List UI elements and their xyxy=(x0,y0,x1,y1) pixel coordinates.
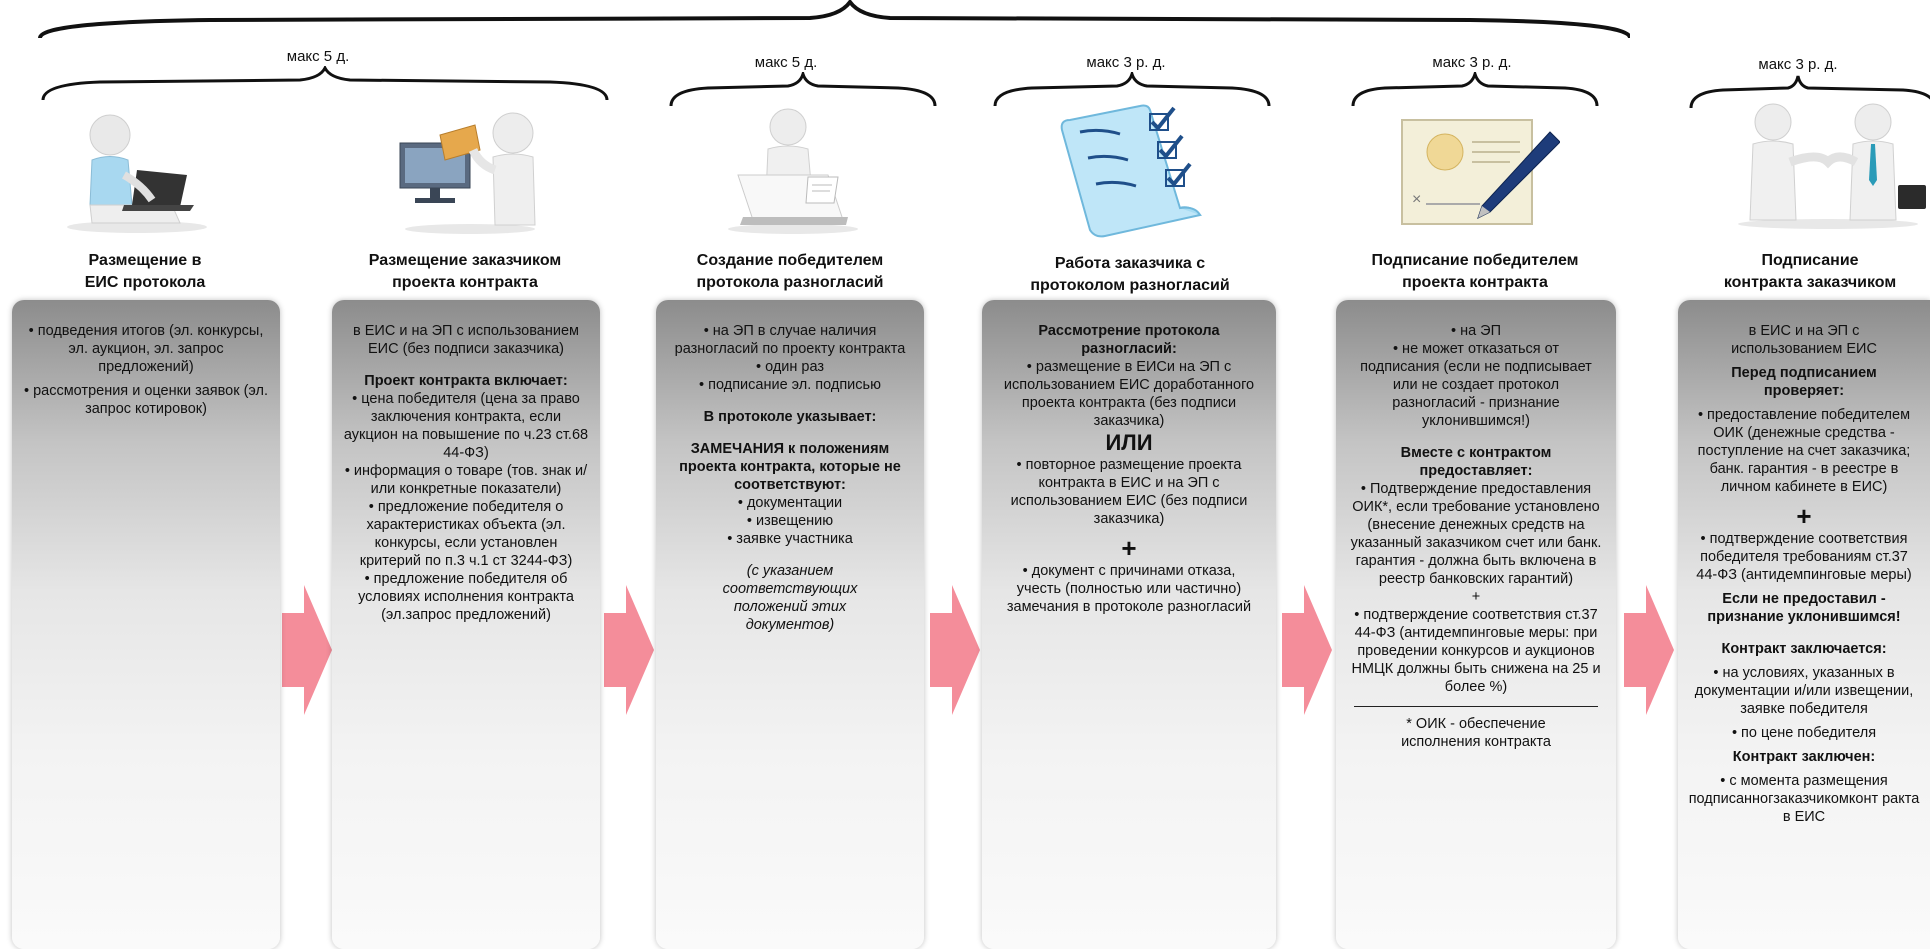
stage-6-title-line-1: Подписание xyxy=(1761,252,1859,269)
stage-brace-6 xyxy=(1689,75,1930,109)
stage-4-title-line-1: Работа заказчика с xyxy=(1054,255,1206,272)
stage-6-item: • с момента размещения подписанногзаказч… xyxy=(1688,773,1920,825)
stage-6-title-line-2: контракта заказчиком xyxy=(1723,274,1897,291)
stage-5-item: • Подтверждение предоставления ОИК*, есл… xyxy=(1350,481,1602,587)
footnote-divider xyxy=(1354,706,1598,707)
stage-6-title: Подписание контракта заказчиком xyxy=(1690,250,1930,294)
stage-3-item: • один раз xyxy=(755,359,825,375)
stage-6-heading: Перед подписанием проверяет: xyxy=(1731,365,1877,399)
document-with-pen-icon: × xyxy=(1401,119,1560,225)
stage-2-item: • цена победителя (цена за право заключе… xyxy=(343,391,589,461)
stage-5-item: • не может отказаться от подписания (есл… xyxy=(1360,341,1592,429)
stage-3-heading: В протоколе указывает: xyxy=(703,409,877,425)
stage-2-title-line-1: Размещение заказчиком xyxy=(368,252,562,269)
stage-4-item: • размещение в ЕИСи на ЭП с использовани… xyxy=(1003,359,1255,429)
stage-3-title-line-2: протокола разногласий xyxy=(696,274,884,291)
stage-6-heading: Контракт заключен: xyxy=(1732,749,1876,765)
stage-6-plus: + xyxy=(1796,501,1812,531)
handshake-icon xyxy=(1738,103,1926,229)
stage-5-panel: • на ЭП • не может отказаться от подписа… xyxy=(1336,300,1616,949)
stage-6-item: • на условиях, указанных в документации … xyxy=(1694,665,1914,717)
stage-4-title: Работа заказчика с протоколом разногласи… xyxy=(995,253,1265,297)
stage-3-note: (с указанием соответствующих положений э… xyxy=(722,563,858,633)
duration-stage-1: макс 5 д. xyxy=(286,48,350,65)
stage-5-title: Подписание победителем проекта контракта xyxy=(1340,250,1610,294)
stage-2-title-line-2: проекта контракта xyxy=(392,274,538,291)
person-at-laptop-icon xyxy=(67,114,207,233)
stage-1-title-line-2: ЕИС протокола xyxy=(84,274,206,291)
overall-brace xyxy=(38,0,1630,39)
stage-4-heading: Рассмотрение протокола разногласий: xyxy=(1038,323,1220,357)
stage-brace-3 xyxy=(669,72,937,107)
stage-brace-5 xyxy=(1351,72,1599,107)
stage-6-panel: в ЕИС и на ЭП с использованием ЕИС Перед… xyxy=(1678,300,1930,949)
stage-5-plus: + xyxy=(1471,589,1481,605)
stage-6-item: • по цене победителя xyxy=(1731,725,1877,741)
stage-3-heading: ЗАМЕЧАНИЯ к положениям проекта контракта… xyxy=(679,441,901,493)
stage-2-title: Размещение заказчиком проекта контракта xyxy=(330,250,600,294)
stage-3-item: • заявке участника xyxy=(727,531,853,547)
arrow-right-icon xyxy=(930,585,980,715)
stage-1-item: • подведения итогов (эл. конкурсы, эл. а… xyxy=(28,323,264,375)
arrow-right-icon xyxy=(1282,585,1332,715)
stage-6-warning: Если не предоставил - признание уклонивш… xyxy=(1707,591,1901,625)
stage-1-title: Размещение в ЕИС протокола xyxy=(40,250,250,294)
stage-2-item: • предложение победителя об условиях исп… xyxy=(358,571,574,623)
stage-4-or: ИЛИ xyxy=(1105,430,1153,455)
stage-6-item: в ЕИС и на ЭП с использованием ЕИС xyxy=(1731,323,1877,357)
person-at-computer-icon xyxy=(399,112,536,234)
svg-text:×: × xyxy=(1412,191,1421,208)
stage-1-panel: • подведения итогов (эл. конкурсы, эл. а… xyxy=(12,300,280,949)
stage-6-item: • подтверждение соответствия победителя … xyxy=(1696,531,1912,583)
stage-3-title-line-1: Создание победителем xyxy=(696,252,884,269)
duration-stage-5: макс 3 р. д. xyxy=(1432,54,1512,71)
stage-4-item: • повторное размещение проекта контракта… xyxy=(1010,457,1248,527)
stage-3-title: Создание победителем протокола разноглас… xyxy=(660,250,920,294)
stage-3-item: • подписание эл. подписью xyxy=(699,377,881,393)
stage-2-item: • предложение победителя о характеристик… xyxy=(359,499,573,569)
stage-2-item: в ЕИС и на ЭП с использованием ЕИС (без … xyxy=(353,323,579,357)
stage-2-item: • информация о товаре (тов. знак и/или к… xyxy=(344,463,588,497)
duration-stage-3: макс 5 д. xyxy=(754,54,818,71)
stage-3-item: • извещению xyxy=(746,513,834,529)
stage-brace-1 xyxy=(41,66,609,101)
duration-stage-6: макс 3 р. д. xyxy=(1758,56,1838,73)
checklist-scroll-icon xyxy=(1060,104,1202,238)
stage-4-panel: Рассмотрение протокола разногласий: • ра… xyxy=(982,300,1276,949)
stage-2-heading: Проект контракта включает: xyxy=(364,373,568,389)
arrow-right-icon xyxy=(604,585,654,715)
stage-1-item: • рассмотрения и оценки заявок (эл. запр… xyxy=(23,383,269,417)
stage-4-plus: + xyxy=(1121,533,1137,563)
stage-5-item: • подтверждение соответствия ст.37 44-ФЗ… xyxy=(1351,607,1601,695)
stage-5-title-line-1: Подписание победителем xyxy=(1371,252,1579,269)
arrow-right-icon xyxy=(1624,585,1674,715)
stage-3-panel: • на ЭП в случае наличия разногласий по … xyxy=(656,300,924,949)
stage-3-item: • документации xyxy=(737,495,843,511)
stage-6-item: • предоставление победителем ОИК (денежн… xyxy=(1697,407,1911,495)
stage-3-item: • на ЭП в случае наличия разногласий по … xyxy=(674,323,906,357)
stage-5-title-line-2: проекта контракта xyxy=(1402,274,1548,291)
stage-1-title-line-1: Размещение в xyxy=(88,252,202,269)
person-with-laptop-icon xyxy=(728,108,858,234)
arrow-right-icon xyxy=(282,585,332,715)
stage-5-heading: Вместе с контрактом предоставляет: xyxy=(1400,445,1552,479)
stage-5-footnote: * ОИК - обеспечение исполнения контракта xyxy=(1401,716,1551,750)
stage-6-heading: Контракт заключается: xyxy=(1721,641,1887,657)
stage-4-item: • документ с причинами отказа, учесть (п… xyxy=(1006,563,1252,615)
stage-4-title-line-2: протоколом разногласий xyxy=(1030,277,1230,294)
duration-stage-4: макс 3 р. д. xyxy=(1086,54,1166,71)
stage-brace-4 xyxy=(993,72,1271,107)
stage-2-panel: в ЕИС и на ЭП с использованием ЕИС (без … xyxy=(332,300,600,949)
stage-5-item: • на ЭП xyxy=(1450,323,1502,339)
